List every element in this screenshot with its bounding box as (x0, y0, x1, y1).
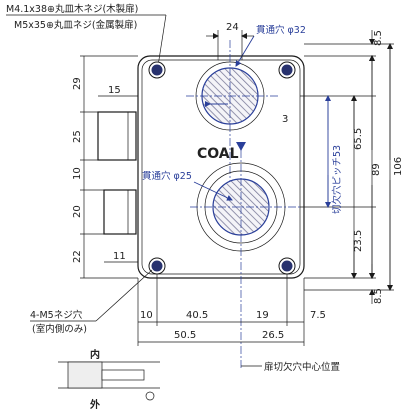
center-mark-triangle (236, 142, 246, 151)
dim-8-5-top: 8.5 (373, 30, 384, 46)
dim-25: 25 (72, 130, 83, 143)
door-section-lock (67, 361, 103, 389)
door-section-bolt (101, 369, 145, 381)
dim-19: 19 (256, 310, 269, 321)
mount-holes-note: (室内側のみ) (32, 323, 87, 335)
dim-10-left: 10 (72, 167, 83, 180)
dim-40-5: 40.5 (186, 310, 208, 321)
dim-106: 106 (393, 157, 404, 176)
outside-label: 外 (89, 398, 100, 411)
upper-hole-label: 貫通穴 φ32 (256, 24, 306, 36)
dim-50-5: 50.5 (174, 330, 196, 341)
brand-logo: COAL (197, 146, 239, 162)
dim-15: 15 (108, 85, 121, 96)
dim-23-5: 23.5 (353, 230, 364, 252)
upper-hole-leader (235, 35, 255, 67)
upper-bolt (97, 111, 137, 161)
dim-65-5: 65.5 (353, 128, 364, 150)
dim-10-bottom: 10 (140, 310, 153, 321)
dim-22: 22 (72, 250, 83, 263)
dim-8-5-bottom: 8.5 (373, 288, 384, 304)
mount-note-leader (95, 269, 153, 322)
cutout-pitch-label: 切欠穴ピッチ53 (331, 145, 343, 214)
screw-note-wood: M4.1x38⊕丸皿木ネジ(木製扉) (6, 3, 138, 15)
screw-note-metal: M5x35⊕丸皿ネジ(金属製扉) (14, 19, 137, 31)
upper-bolt-face (127, 111, 137, 161)
dim-11: 11 (113, 251, 126, 262)
note-leader (157, 14, 167, 67)
door-cutout-center-label: 扉切欠穴中心位置 (264, 361, 340, 373)
dim-26-5: 26.5 (262, 330, 284, 341)
dim-29: 29 (72, 77, 83, 90)
lower-hole-label: 貫通穴 φ25 (142, 170, 192, 182)
dim-3: 3 (282, 114, 288, 125)
dim-89: 89 (371, 163, 382, 176)
dim-20: 20 (72, 205, 83, 218)
screw-top-left (148, 61, 166, 79)
screw-bottom-right (278, 257, 296, 275)
inside-label: 内 (90, 348, 100, 361)
screw-bottom-left (148, 257, 166, 275)
lock-body-outline (137, 55, 305, 279)
dim-24: 24 (226, 22, 239, 33)
lower-bolt (103, 189, 137, 235)
dim-7-5: 7.5 (310, 310, 326, 321)
lower-bolt-face (127, 189, 137, 235)
door-section-knob (145, 391, 155, 401)
lock-body-inner-edge (141, 59, 301, 275)
mount-holes-label: 4-M5ネジ穴 (30, 309, 83, 321)
lower-hole-leader (193, 181, 233, 201)
screw-top-right (278, 61, 296, 79)
